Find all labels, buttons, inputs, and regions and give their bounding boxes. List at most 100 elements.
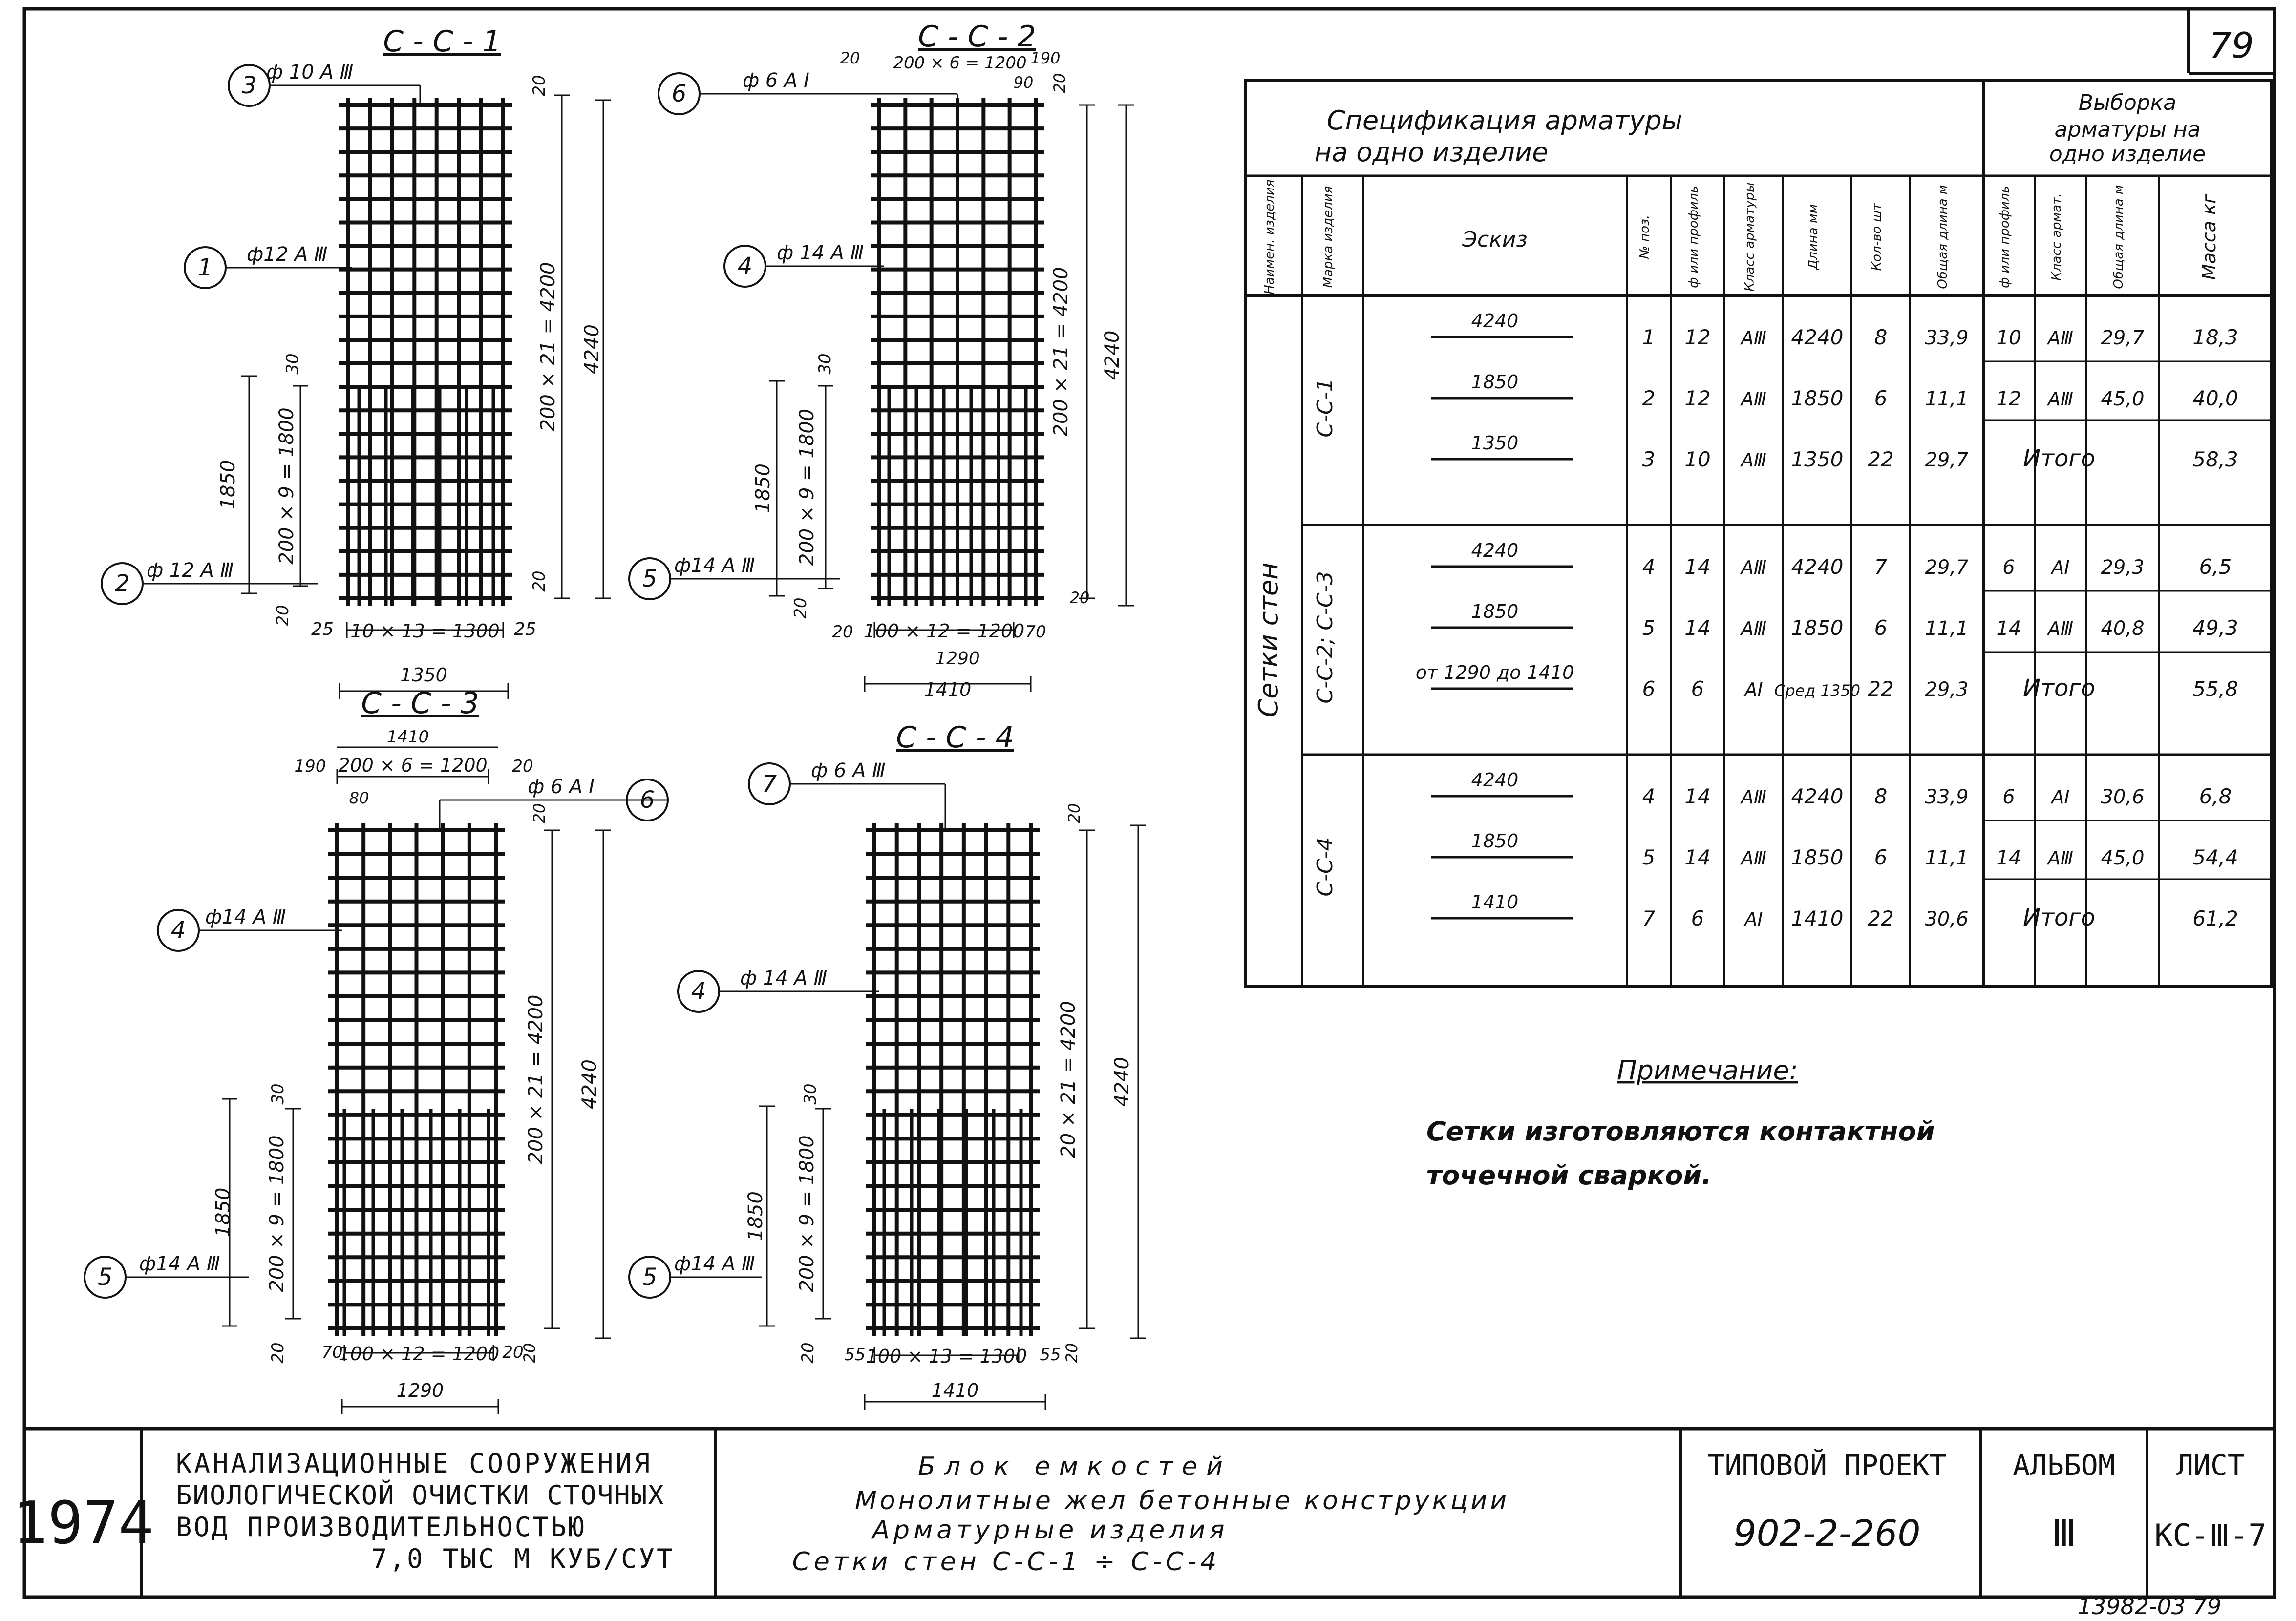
ss3-lower-band-text: 1850: [212, 1188, 234, 1238]
ss4-pos7-label: ф 6 А Ⅲ: [811, 759, 886, 782]
row-s-class: АⅠ: [2050, 557, 2069, 578]
row-s-length: 30,6: [2101, 786, 2144, 808]
ss1-bot-offset: 20: [530, 570, 549, 591]
ss4-pos5-label: ф14 А Ⅲ: [674, 1253, 755, 1275]
header-cell-10: Класс армат.: [2049, 193, 2064, 280]
ss2-total-w-text: 1410: [924, 679, 972, 700]
header-cell-8: Общая длина м: [1935, 185, 1950, 289]
ss2-pos4-label: ф 14 А Ⅲ: [777, 242, 864, 264]
album-label: АЛЬБОМ: [2013, 1449, 2115, 1482]
ss4-bot-offset: 20: [1063, 1343, 1081, 1363]
ss1-pos1-number: 1: [198, 254, 213, 281]
row-total: 29,3: [1925, 678, 1968, 701]
row-s-dia: 12: [1997, 388, 2021, 410]
ss3-mesh: [328, 823, 505, 1336]
ss2-top-left: 20: [840, 49, 860, 67]
row-length: 1350: [1791, 447, 1844, 471]
org-line-4: 7,0 ТЫС М КУБ/СУТ: [371, 1543, 675, 1574]
ss2-grid-h-text: 200 × 21 = 4200: [1050, 267, 1072, 437]
ss1-lower-band-text: 1850: [217, 460, 239, 510]
ss2-pos6-label: ф 6 А Ⅰ: [743, 69, 809, 92]
ss3-pos4-label: ф14 А Ⅲ: [205, 906, 286, 928]
row-s-length: 45,0: [2101, 388, 2144, 410]
sample-title-1: Выборка: [2079, 90, 2176, 115]
row-length: 1850: [1791, 845, 1844, 869]
row-mass: 58,3: [2192, 447, 2238, 471]
row-s-class: АⅢ: [2046, 388, 2073, 410]
row-length: 1850: [1791, 386, 1844, 410]
ss1-pos3-label: ф 10 А Ⅲ: [266, 61, 353, 84]
spec-title-1: Спецификация арматуры: [1327, 105, 1682, 136]
note-title: Примечание:: [1617, 1055, 1798, 1086]
row-class: АⅢ: [1740, 847, 1766, 869]
header-8: Общая длина м: [1935, 185, 1950, 289]
ss3-pos5-number: 5: [98, 1263, 113, 1291]
header-cell-7: Кол-во шт: [1870, 203, 1884, 271]
row-sketch: 1850: [1471, 601, 1519, 622]
ss4-grid-h-text: 20 × 21 = 4200: [1057, 1001, 1080, 1158]
ss1-grid-h-text: 200 × 21 = 4200: [537, 262, 559, 432]
spec-table: [1244, 79, 2273, 988]
row-dia: 14: [1684, 784, 1710, 808]
row-mass: 55,8: [2192, 677, 2238, 701]
org-line-1: КАНАЛИЗАЦИОННЫЕ СООРУЖЕНИЯ: [176, 1448, 652, 1479]
group-mark: С-С-1: [1313, 378, 1338, 437]
row-class: АⅢ: [1740, 388, 1766, 410]
ss4-pos7-number: 7: [762, 770, 777, 798]
row-sketch: 1410: [1471, 891, 1519, 913]
ss4-top-offset: 20: [1065, 803, 1084, 823]
ss3-grid-h-text: 200 × 21 = 4200: [525, 995, 547, 1164]
row-dia: 14: [1684, 555, 1710, 579]
sheet-value: КС-Ⅲ-7: [2154, 1517, 2266, 1553]
row-s-dia: 10: [1997, 327, 2021, 349]
row-s-length: 29,7: [2101, 327, 2145, 349]
footer-code: 13982-03 79: [2078, 1593, 2222, 1620]
row-s-length: 40,8: [2101, 617, 2144, 640]
row-class: АⅢ: [1740, 449, 1766, 471]
row-sketch: 1350: [1471, 432, 1519, 454]
header-cell-5: Класс арматуры: [1743, 182, 1757, 291]
row-length: Сред 1350: [1774, 681, 1860, 700]
ss2-top-r2: 90: [1014, 73, 1034, 92]
row-dia: 6: [1691, 677, 1704, 701]
ss2-bottom-grid-text: 100 × 12 = 1200: [864, 620, 1025, 642]
ss4-pos5-number: 5: [642, 1263, 658, 1291]
row-dia: 12: [1684, 386, 1710, 410]
row-qty: 22: [1868, 906, 1893, 930]
ss4-lower-band-text: 1850: [744, 1191, 767, 1241]
header-6: Длина мм: [1806, 204, 1821, 270]
ss1-total-h-text: 4240: [581, 324, 603, 374]
org-line-3: ВОД ПРОИЗВОДИТЕЛЬНОСТЬЮ: [176, 1512, 586, 1542]
sample-title-3: одно изделие: [2049, 142, 2206, 167]
album-value: Ⅲ: [2051, 1513, 2076, 1555]
ss1-title: С - С - 1: [383, 24, 501, 59]
header-10: Класс армат.: [2049, 193, 2064, 280]
row-dia: 10: [1684, 447, 1710, 471]
header-11: Общая длина м: [2111, 185, 2126, 289]
ss1-pos2-number: 2: [115, 570, 130, 597]
header-cell-6: Длина мм: [1806, 204, 1821, 270]
row-s-dia: 6: [2002, 556, 2015, 579]
header-cell-9: ф или профиль: [1998, 186, 2012, 288]
note-line-1: Сетки изготовляются контактной: [1426, 1116, 1935, 1147]
header-cell-12: Масса кг: [2198, 193, 2220, 280]
desc-line-2: Монолитные жел бетонные конструкции: [855, 1486, 1509, 1516]
ss3-pos6-label: ф 6 А Ⅰ: [528, 776, 595, 798]
row-s-class: АⅢ: [2046, 327, 2073, 349]
ss1-left-edge: 25: [311, 619, 334, 639]
ss3-left-small: 20: [268, 1342, 288, 1363]
row-class: АⅢ: [1740, 618, 1766, 639]
ss4-pos4-label: ф 14 А Ⅲ: [740, 967, 827, 989]
row-s-dia: 6: [2002, 786, 2015, 808]
ss3-top-left: 190: [295, 757, 326, 776]
ss2-lower-band-text: 1850: [752, 463, 774, 513]
header-cell-1: Марка изделия: [1321, 186, 1336, 288]
header-cell-4: ф или профиль: [1686, 186, 1701, 288]
header-9: ф или профиль: [1998, 186, 2012, 288]
row-length: 1410: [1791, 906, 1844, 930]
spec-title-2: на одно изделие: [1315, 137, 1549, 168]
ss3-total-h-text: 4240: [578, 1059, 601, 1109]
